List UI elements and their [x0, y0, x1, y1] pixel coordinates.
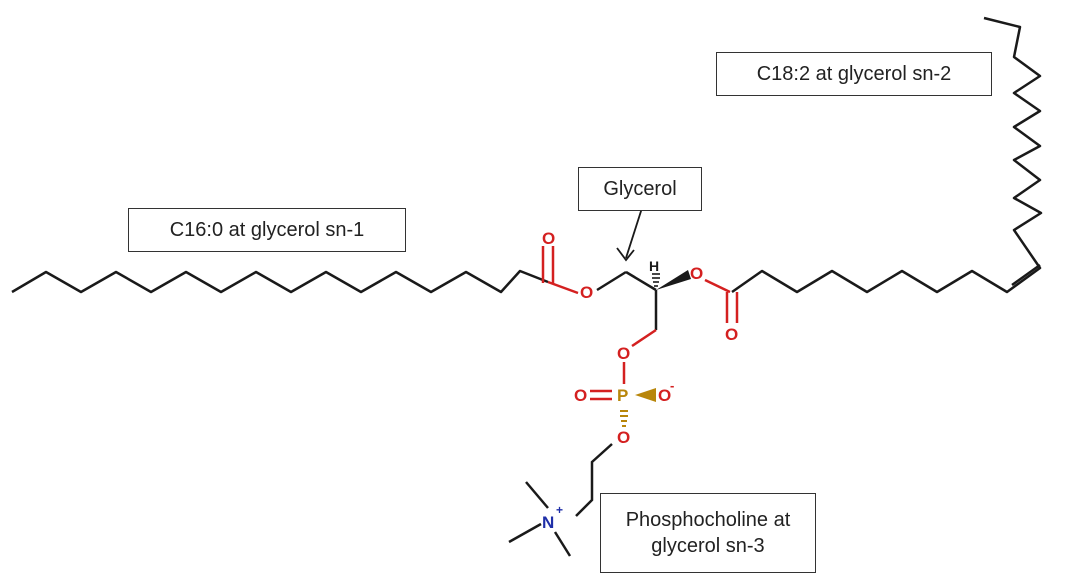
sn2-label: C18:2 at glycerol sn-2 — [716, 52, 992, 96]
sn1-ester-bond — [547, 280, 579, 295]
sn3-label: Phosphocholine at glycerol sn-3 — [600, 493, 816, 573]
phosphoryl-oxygen: O — [574, 386, 587, 405]
p-o-minus-wedge — [635, 388, 656, 402]
choline-ester-oxygen: O — [617, 428, 630, 447]
phosphate-anion-oxygen: O — [658, 386, 671, 405]
sn1-ester-oxygen: O — [580, 283, 593, 302]
sn2-ester-oxygen: O — [690, 264, 703, 283]
glycerol-hydrogen: H — [649, 258, 659, 274]
phosphate-bridge-oxygen: O — [617, 344, 630, 363]
nitrogen-plus-sign: + — [556, 503, 563, 517]
sn3-label-line2: glycerol sn-3 — [651, 535, 765, 557]
sn1-label-text: C16:0 at glycerol sn-1 — [169, 219, 365, 241]
p-o-hashed-bond — [620, 410, 628, 427]
cis-double-bond — [1011, 263, 1041, 287]
glycerol-label: Glycerol — [578, 167, 702, 211]
n-methyl-1 — [525, 481, 549, 509]
palmitoyl-chain — [11, 269, 549, 294]
sn2-label-text: C18:2 at glycerol sn-2 — [756, 63, 952, 85]
o-to-ch2-bond — [596, 270, 627, 292]
phosphorus-atom: P — [617, 386, 628, 405]
o-solid-wedge — [656, 270, 691, 290]
n-methyl-2 — [508, 522, 542, 544]
sn1-label: C16:0 at glycerol sn-1 — [128, 208, 406, 252]
anion-minus-sign: - — [670, 378, 674, 393]
n-methyl-3 — [553, 531, 572, 557]
glycerol-c3-o — [631, 328, 657, 348]
glycerol-arrow-head — [616, 247, 635, 262]
glycerol-c1-c2 — [625, 270, 657, 292]
choline-chain — [575, 443, 613, 517]
choline-nitrogen: N — [542, 513, 554, 532]
glycerol-arrow-line — [625, 207, 643, 259]
sn3-label-line1: Phosphocholine at — [625, 509, 791, 531]
glycerol-label-text: Glycerol — [603, 178, 677, 200]
sn2-carbonyl-oxygen: O — [725, 325, 738, 344]
sn1-carbonyl-oxygen: O — [542, 229, 555, 248]
h-hashed-wedge — [652, 273, 660, 287]
linoleoyl-chain — [731, 16, 1043, 294]
sn2-ester-bond — [704, 278, 731, 294]
